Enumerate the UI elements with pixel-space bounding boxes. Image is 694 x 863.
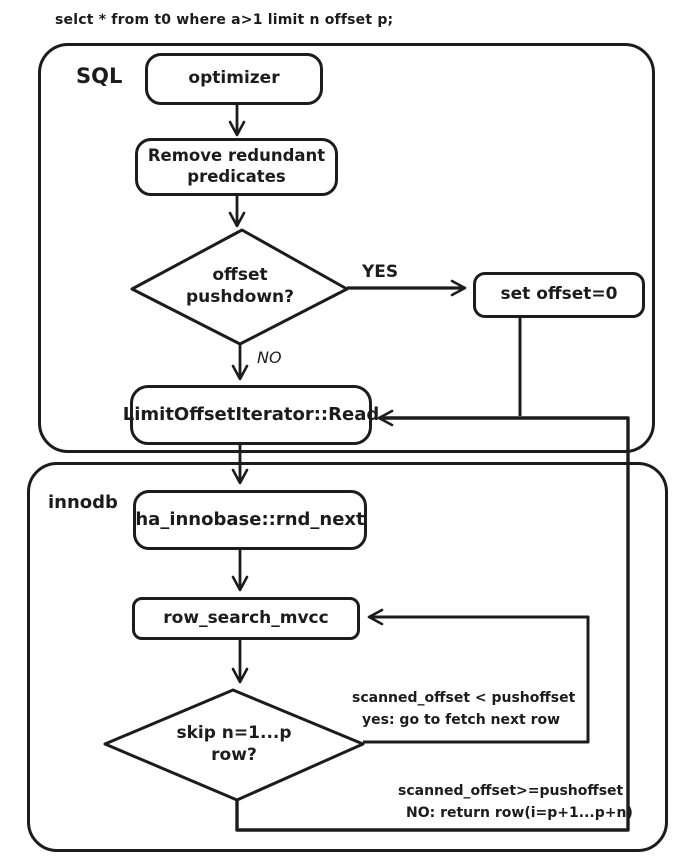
- node-set-offset-0: set offset=0: [473, 272, 645, 318]
- annotation-return-condition-line2: NO: return row(i=p+1...p+n): [406, 805, 633, 821]
- node-row-search-mvcc: row_search_mvcc: [132, 597, 360, 640]
- sql-query-text: selct * from t0 where a>1 limit n offset…: [55, 12, 394, 28]
- innodb-group-label: innodb: [48, 492, 118, 513]
- edge-label-yes: YES: [362, 262, 399, 282]
- decision-skip-rows-label: skip n=1...p row?: [176, 723, 292, 766]
- annotation-return-condition: scanned_offset>=pushoffset NO: return ro…: [398, 780, 633, 824]
- annotation-loop-condition: scanned_offset < pushoffset yes: go to f…: [352, 687, 575, 731]
- node-remove-redundant-predicates: Remove redundant predicates: [135, 138, 338, 196]
- sql-group-label: SQL: [76, 64, 123, 88]
- annotation-loop-condition-line2: yes: go to fetch next row: [362, 712, 561, 728]
- edge-label-no: NO: [257, 348, 282, 367]
- node-ha-innobase-rnd-next: ha_innobase::rnd_next: [133, 490, 367, 550]
- annotation-loop-condition-line1: scanned_offset < pushoffset: [352, 690, 576, 706]
- annotation-return-condition-line1: scanned_offset>=pushoffset: [398, 783, 624, 799]
- node-optimizer: optimizer: [145, 53, 323, 105]
- node-limit-offset-iterator-read: LimitOffsetIterator::Read: [123, 385, 379, 445]
- decision-offset-pushdown-label: offset pushdown?: [185, 265, 294, 308]
